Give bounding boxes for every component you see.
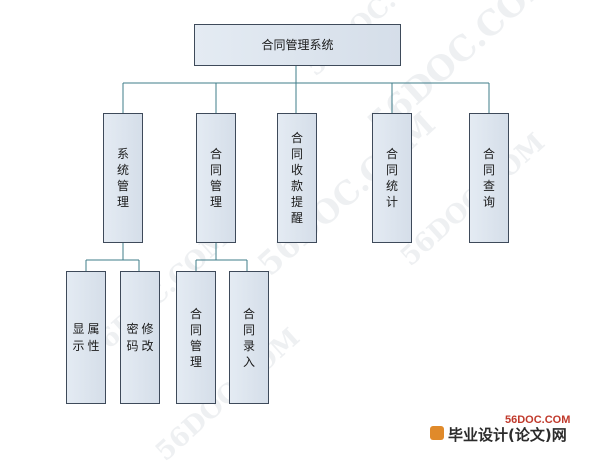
node-label-char: 码 [126,339,139,353]
node-label-char: 统 [116,163,129,177]
connector-lines [85,66,490,271]
node-label-vertical: 合同收款提醒 [291,132,303,224]
node-system-management: 系统管理 [103,113,143,243]
root-node-label: 合同管理系统 [261,38,334,52]
node-label-char: 统 [385,179,398,193]
node-label-char: 性 [87,339,100,353]
node-label-char: 入 [242,354,255,369]
node-label-char: 理 [209,195,222,209]
node-label-columns: 密码修改 [126,323,153,352]
node-label-vertical: 合同管理 [210,148,222,208]
node-label-char: 合 [290,131,303,145]
node-label-vertical: 合同统计 [386,148,398,208]
node-contract-payment-reminder: 合同收款提醒 [277,113,317,243]
node-label-char: 理 [116,195,129,209]
node-label-char: 计 [385,195,398,209]
node-label-vertical: 系统管理 [117,148,129,208]
node-label-column: 显示 [72,323,84,352]
node-label-char: 询 [482,195,495,209]
node-password-change: 密码修改 [120,271,160,404]
node-label-column: 属性 [88,323,100,352]
node-contract-management-sub: 合同管理 [176,271,216,404]
node-label-char: 查 [482,179,495,193]
node-contract-entry: 合同录入 [229,271,269,404]
node-label-char: 密 [126,322,139,336]
node-label-vertical: 合同录入 [243,308,255,368]
root-node: 合同管理系统 [194,24,401,66]
node-label-char: 合 [242,306,255,321]
node-label-char: 示 [72,339,85,353]
node-contract-management: 合同管理 [196,113,236,243]
node-label-char: 合 [209,147,222,161]
node-label-char: 同 [290,147,303,161]
node-label-char: 同 [482,163,495,177]
site-logo-icon [430,426,444,440]
node-label-char: 同 [209,163,222,177]
node-label-char: 合 [189,306,202,321]
diagram-canvas: 56DOC.COM 56DOC.COM 56DOC.COM 56DOC.COM … [66,0,571,467]
node-label-column: 修改 [142,323,154,352]
node-label-char: 醒 [290,211,303,225]
node-label-char: 录 [242,338,255,353]
node-label-char: 收 [290,163,303,177]
node-label-char: 显 [72,322,85,336]
node-label-char: 系 [116,147,129,161]
node-label-char: 款 [290,179,303,193]
node-label-char: 同 [189,322,202,337]
node-label-char: 同 [242,322,255,337]
node-label-char: 修 [141,322,154,336]
node-contract-query: 合同查询 [469,113,509,243]
node-label-char: 理 [189,354,202,369]
node-contract-statistics: 合同统计 [372,113,412,243]
node-label-char: 管 [209,179,222,193]
node-label-char: 合 [385,147,398,161]
node-label-char: 合 [482,147,495,161]
footer-site-text: 56DOC.COM [505,414,571,426]
node-label-char: 同 [385,163,398,177]
node-label-vertical: 合同管理 [190,308,202,368]
node-display-properties: 显示属性 [66,271,106,404]
node-label-vertical: 合同查询 [483,148,495,208]
footer-title-text: 毕业设计(论文)网 [448,426,567,444]
node-label-char: 管 [189,338,202,353]
node-label-char: 改 [141,339,154,353]
node-label-char: 管 [116,179,129,193]
node-label-columns: 显示属性 [72,323,99,352]
node-label-char: 属 [87,322,100,336]
node-label-char: 提 [290,195,303,209]
node-label-column: 密码 [126,323,138,352]
